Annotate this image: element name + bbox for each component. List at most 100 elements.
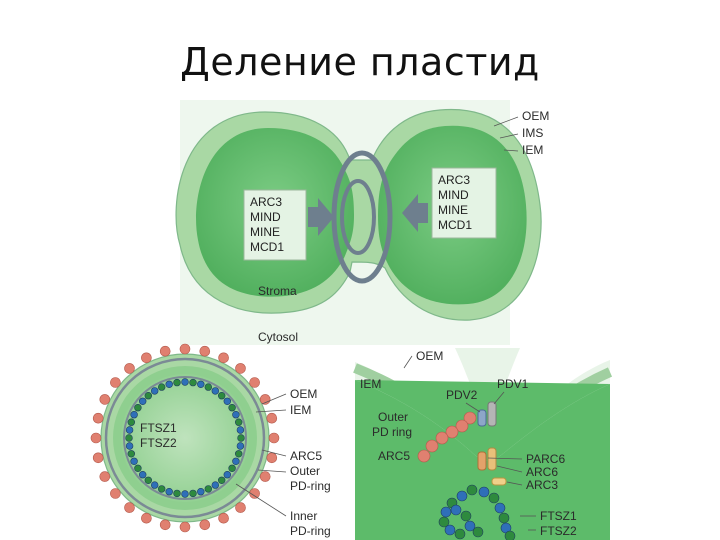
- arc5-bead: [199, 345, 211, 357]
- arc5-bead: [92, 412, 104, 424]
- label-arc5-left: ARC5: [290, 449, 322, 463]
- label-ftsz2-detail: FTSZ2: [540, 524, 577, 538]
- pd-ring-bead: [463, 411, 477, 425]
- arc5-bead: [99, 394, 111, 405]
- right-box-mcd1: MCD1: [438, 218, 472, 232]
- inner-division-ring: [340, 179, 376, 255]
- ftsz-bead: [211, 387, 220, 395]
- label-parc6: PARC6: [526, 452, 565, 466]
- ftsz-filament-bead: [488, 492, 500, 504]
- pd-ring-bead: [417, 449, 431, 463]
- right-box-arc3: ARC3: [438, 173, 470, 187]
- ftsz-bead: [130, 411, 138, 419]
- ftsz-bead: [189, 489, 197, 498]
- slide-title: Деление пластид: [180, 40, 540, 84]
- label-oem-detail: OEM: [416, 349, 443, 363]
- ftsz-bead: [189, 378, 197, 387]
- arc5-bead: [235, 363, 246, 374]
- label-pdring-detail: PD ring: [372, 425, 412, 439]
- dividing-plastid: ARC3 MIND MINE MCD1 ARC3 MIND MINE MCD1 …: [175, 100, 549, 345]
- ftsz-bead: [223, 397, 232, 405]
- arc3-protein: [491, 477, 507, 486]
- label-iem-detail: IEM: [360, 377, 381, 391]
- ftsz-filaments: [438, 484, 516, 540]
- arc5-bead: [218, 352, 229, 364]
- parc6-protein: [477, 451, 487, 471]
- label-outer-left: Outer: [290, 464, 320, 478]
- label-ims-top: IMS: [522, 126, 543, 140]
- arc5-bead: [235, 502, 246, 513]
- leader-arc3: [506, 481, 523, 486]
- label-pdring-inner-left: PD-ring: [290, 524, 331, 538]
- outer-pd-ring-beads: [417, 411, 477, 463]
- ftsz-bead: [165, 380, 173, 388]
- ftsz-filament-bead: [504, 530, 516, 540]
- ftsz-bead-ring: [125, 378, 245, 498]
- label-inner-left: Inner: [290, 509, 317, 523]
- ftsz-filament-bead: [454, 528, 466, 540]
- ftsz-bead: [232, 411, 240, 419]
- pd-ring-bead: [425, 439, 439, 453]
- arc5-bead: [179, 343, 191, 355]
- label-iem-left: IEM: [290, 403, 311, 417]
- right-box-mine: MINE: [438, 203, 468, 217]
- leader-inner-left: [235, 483, 287, 517]
- ftsz-bead: [218, 392, 226, 400]
- ftsz-bead: [237, 434, 245, 442]
- left-box-arc3: ARC3: [250, 195, 282, 209]
- left-arrow-icon: [308, 198, 334, 236]
- ftsz-bead: [158, 383, 166, 391]
- ftsz-filament-bead: [498, 512, 510, 524]
- label-ftsz1-left: FTSZ1: [140, 421, 177, 435]
- stroma-label: Stroma: [258, 284, 297, 298]
- arc5-bead: [92, 452, 104, 464]
- ftsz-filament-bead: [494, 502, 506, 514]
- leader-iem-top: [503, 149, 519, 152]
- ftsz-bead: [235, 418, 243, 426]
- leader-oem-top: [493, 116, 519, 127]
- arc6-protein: [487, 447, 497, 471]
- label-oem-top: OEM: [522, 109, 549, 123]
- arc5-bead: [268, 432, 280, 444]
- arc5-bead: [99, 471, 111, 482]
- label-ftsz2-left: FTSZ2: [140, 436, 177, 450]
- ftsz-bead: [165, 488, 173, 496]
- ftsz-bead: [144, 392, 153, 400]
- ftsz-bead: [134, 404, 142, 412]
- arc5-bead: [159, 519, 171, 531]
- ftsz-filament-bead: [444, 524, 456, 536]
- arc5-bead: [199, 519, 211, 531]
- label-pdv2: PDV2: [446, 388, 478, 402]
- label-pdring-outer-left: PD-ring: [290, 479, 331, 493]
- label-iem-top: IEM: [522, 143, 543, 157]
- pd-ring-bead: [445, 425, 459, 439]
- ftsz-bead: [181, 490, 189, 498]
- ftsz-bead: [125, 442, 134, 450]
- outer-pd-ring: [104, 357, 266, 519]
- label-arc3-detail: ARC3: [526, 478, 558, 492]
- arc5-bead: [259, 471, 271, 482]
- left-box-mine: MINE: [250, 225, 280, 239]
- ftsz-filament-bead: [478, 486, 490, 498]
- leader-oem-left: [261, 393, 287, 405]
- label-arc6: ARC6: [526, 465, 558, 479]
- cross-section: FTSZ1 FTSZ2 OEM IEM ARC5 Outer PD-ring I…: [90, 343, 331, 538]
- left-protein-box: [243, 189, 307, 261]
- arc5-bead: [249, 488, 260, 499]
- ftsz-bead: [218, 476, 226, 484]
- ftsz-bead: [139, 471, 147, 479]
- ftsz-filament-bead: [456, 490, 468, 502]
- leader-iem-left: [255, 409, 287, 413]
- arc5-bead: [110, 488, 121, 499]
- ftsz-bead: [204, 383, 213, 391]
- label-ftsz1-detail: FTSZ1: [540, 509, 577, 523]
- arc5-bead: [218, 512, 229, 524]
- ftsz-bead: [125, 434, 133, 442]
- ftsz-bead: [197, 380, 205, 388]
- cytosol-label: Cytosol: [258, 330, 298, 344]
- pdv2-protein: [477, 409, 487, 427]
- ftsz-bead: [181, 378, 189, 386]
- right-box-mind: MIND: [438, 188, 469, 202]
- ftsz-bead: [223, 471, 232, 479]
